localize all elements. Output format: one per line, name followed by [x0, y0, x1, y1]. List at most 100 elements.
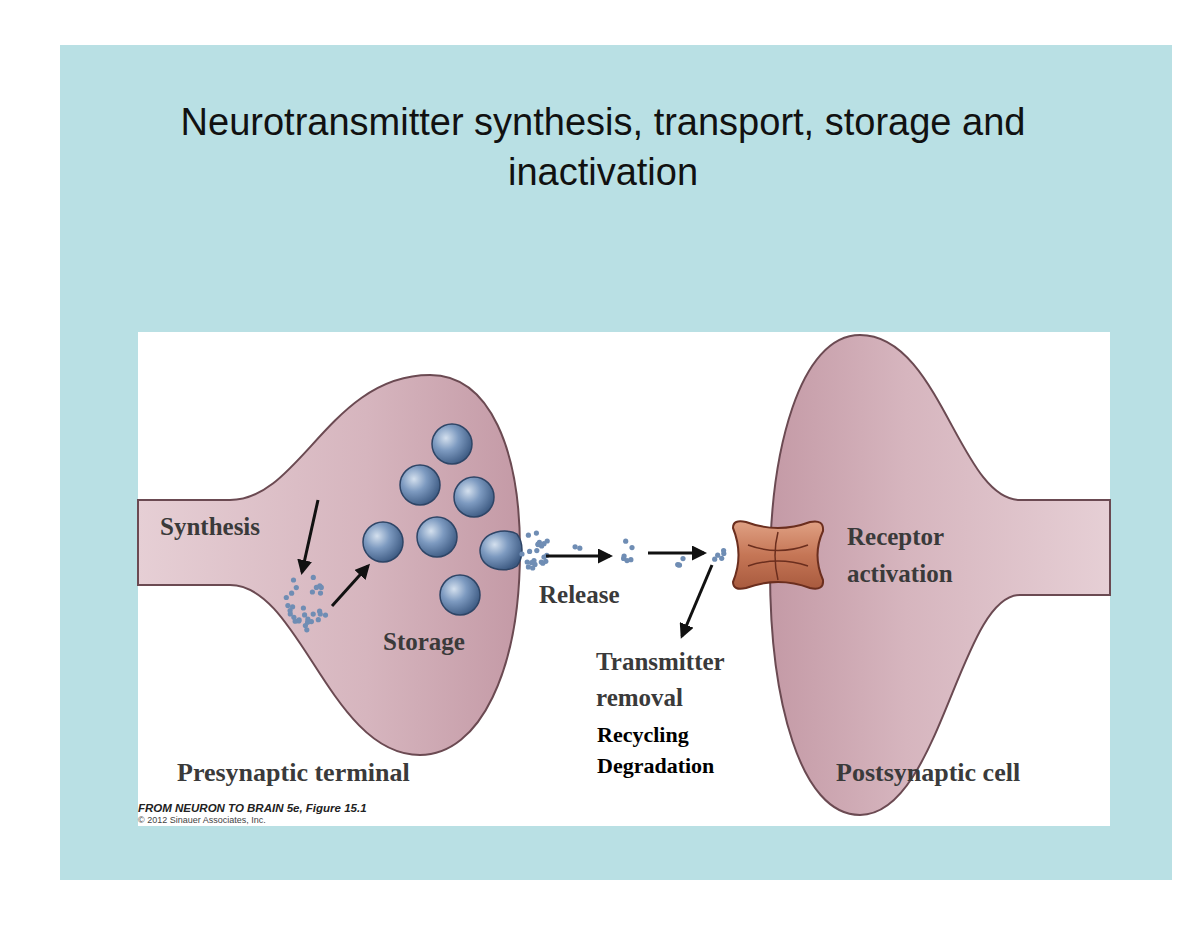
transmitter-dot: [291, 615, 296, 620]
transmitter-dot: [290, 604, 295, 609]
transmitter-dot: [317, 583, 322, 588]
transmitter-dot: [294, 585, 299, 590]
synthesis-arrow: [302, 500, 318, 572]
transmitter-dot: [530, 565, 535, 570]
release-arrow: [546, 555, 610, 558]
vesicle-group: [363, 424, 522, 615]
process-label: Release: [539, 580, 620, 610]
transmitter-dot: [302, 612, 307, 617]
vesicle: [363, 522, 403, 562]
vesicle: [400, 465, 440, 505]
transmitter-dot: [537, 540, 542, 545]
transmitter-dot: [623, 539, 628, 544]
transmitter-dot: [535, 542, 540, 547]
transmitter-dot: [316, 617, 321, 622]
transmitter-dot: [534, 548, 539, 553]
receptor: [733, 521, 823, 589]
transmitter-dot: [305, 617, 310, 622]
storage-arrow: [332, 566, 368, 606]
transmitter-dot: [304, 627, 309, 632]
transmitter-dot: [675, 562, 680, 567]
copyright-note: © 2012 Sinauer Associates, Inc.: [138, 815, 266, 826]
slide-title: Neurotransmitter synthesis, transport, s…: [95, 97, 1111, 197]
transmitter-dot: [539, 543, 544, 548]
transmitter-dot: [676, 562, 681, 567]
cell-outline: [138, 332, 528, 826]
transmitter-dot: [677, 562, 682, 567]
source-credit: FROM NEURON TO BRAIN 5e, Figure 15.1: [138, 801, 367, 815]
transmitter-dot: [284, 595, 289, 600]
receptor-detail: [748, 561, 808, 566]
transmitter-dot: [288, 608, 293, 613]
process-label: Receptor activation: [847, 518, 997, 592]
transmitter-dot: [311, 612, 316, 617]
presynaptic-terminal: SynthesisStoragePresynaptic terminal: [138, 332, 528, 826]
transmitter-dot: [622, 553, 627, 558]
vesicle: [432, 424, 472, 464]
transmitter-dot: [318, 591, 323, 596]
transmitter-dot: [719, 556, 724, 561]
vesicle: [440, 575, 480, 615]
transmitter-dot: [543, 559, 548, 564]
receptor-detail: [775, 532, 778, 580]
transmitter-dot: [519, 551, 524, 556]
transmitter-dot: [721, 551, 726, 556]
transmitter-dot: [577, 546, 582, 551]
removal-mechanism: Degradation: [597, 753, 714, 779]
transmitter-dot: [296, 618, 301, 623]
transmitter-dot: [539, 559, 544, 564]
transmitter-dot: [573, 544, 578, 549]
transmitter-dot: [526, 564, 531, 569]
transmitter-dot: [544, 553, 549, 558]
transmitter-dot: [314, 585, 319, 590]
transmitter-dot: [297, 617, 302, 622]
transmitter-dot: [319, 585, 324, 590]
transmitter-dot: [305, 620, 310, 625]
transmitter-dot: [311, 575, 316, 580]
cell-membrane: [138, 375, 520, 755]
transmitter-dot: [680, 556, 685, 561]
transmitter-dot: [715, 553, 720, 558]
transmitter-dots: [284, 531, 727, 633]
transmitter-dot: [721, 548, 726, 553]
transmitter-dot: [285, 603, 290, 608]
postsynaptic-cell: Receptor activationPostsynaptic cell: [760, 332, 1110, 826]
transmitter-dot: [293, 619, 298, 624]
process-label: Storage: [383, 627, 465, 657]
transmitter-dot: [526, 533, 531, 538]
cell-membrane: [770, 335, 1110, 815]
transmitter-dot: [529, 560, 534, 565]
cell-label: Postsynaptic cell: [836, 757, 1020, 788]
transmitter-dot: [318, 611, 323, 616]
transmitter-dot: [323, 613, 328, 618]
transmitter-dot: [541, 555, 546, 560]
transmitter-dot: [532, 562, 537, 567]
removal-arrow: [682, 565, 712, 636]
transmitter-dot: [536, 542, 541, 547]
transmitter-dot: [309, 619, 314, 624]
transmitter-dot: [303, 623, 308, 628]
removal-mechanism: Recycling: [597, 722, 689, 748]
transmitter-dot: [621, 556, 626, 561]
transmitter-dot: [310, 589, 315, 594]
process-label: Synthesis: [160, 512, 260, 542]
transmitter-dot: [545, 538, 550, 543]
process-arrows: [302, 500, 712, 636]
transmitter-dot: [624, 558, 629, 563]
vesicle: [417, 517, 457, 557]
transmitter-dot: [525, 559, 530, 564]
process-label: Transmitter removal: [596, 644, 761, 716]
transmitter-dot: [628, 557, 633, 562]
transmitter-dot: [531, 558, 536, 563]
transmitter-dot: [301, 605, 306, 610]
receptor-body: [733, 521, 823, 589]
transmitter-dot: [317, 609, 322, 614]
transmitter-dot: [527, 549, 532, 554]
transmitter-dot: [541, 541, 546, 546]
transmitter-dot: [540, 561, 545, 566]
transmitter-dot: [291, 577, 296, 582]
transmitter-dot: [288, 611, 293, 616]
fusing-vesicle: [480, 531, 522, 570]
transmitter-dot: [629, 545, 634, 550]
